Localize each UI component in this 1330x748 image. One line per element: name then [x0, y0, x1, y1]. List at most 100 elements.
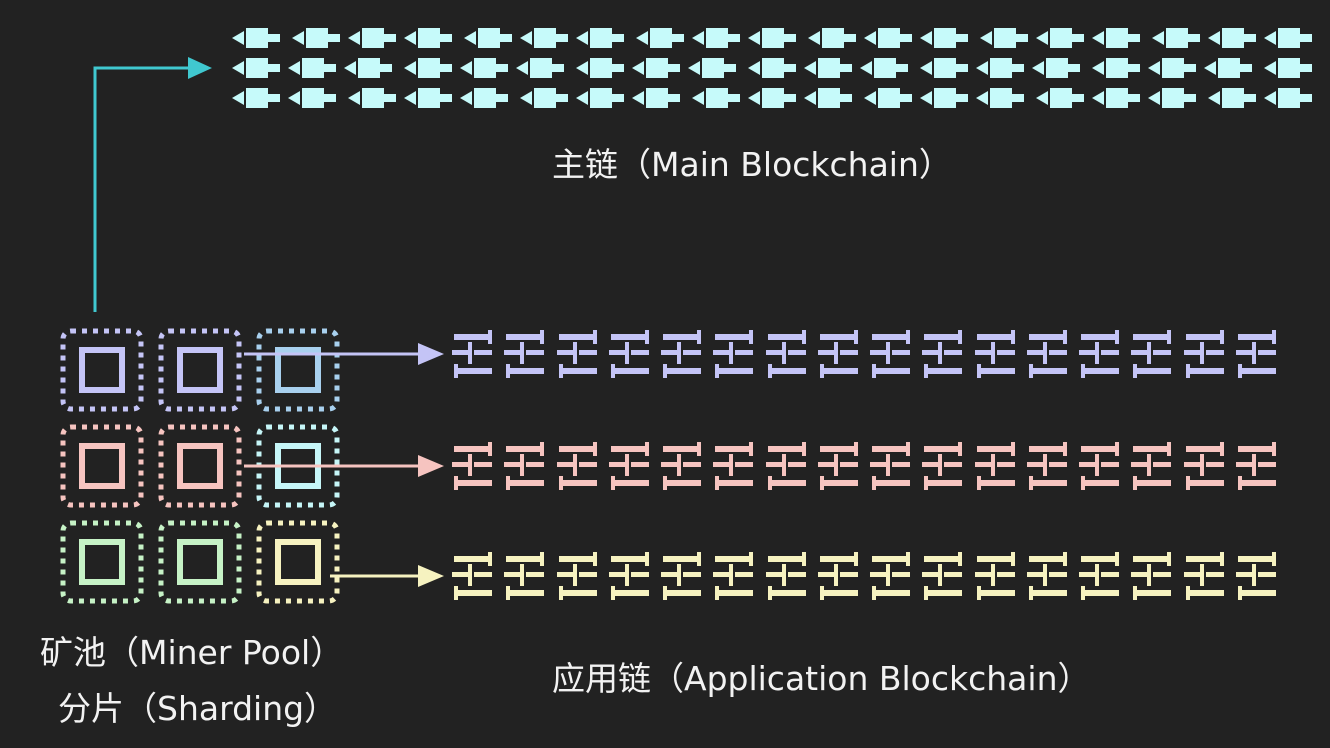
main-chain-block — [232, 28, 280, 48]
main-chain-block — [804, 58, 852, 78]
miner-tile-border — [158, 424, 242, 508]
miner-tile-border — [158, 328, 242, 412]
main-chain-block — [404, 88, 452, 108]
main-chain-block — [292, 28, 340, 48]
main-chain-block — [632, 88, 680, 108]
sharding-label: 分片（Sharding） — [58, 689, 338, 728]
app-chain-block — [818, 552, 858, 600]
app-chain-block — [557, 330, 597, 378]
main-chain-block — [920, 88, 968, 108]
miner-tile-core — [275, 347, 321, 393]
app-arrow-head — [418, 565, 444, 587]
miner-tile-core — [79, 347, 125, 393]
main-chain-block — [348, 28, 396, 48]
main-chain-block — [232, 88, 280, 108]
main-chain-block — [748, 28, 796, 48]
app-chain-block — [1236, 442, 1276, 490]
app-chain-block — [452, 330, 492, 378]
app-arrow-head — [418, 455, 444, 477]
main-chain-block — [920, 28, 968, 48]
app-chain-block — [1184, 442, 1224, 490]
app-chain-block — [452, 552, 492, 600]
miner-tile — [158, 520, 242, 604]
app-chain-block — [870, 442, 910, 490]
app-chain-block — [504, 442, 544, 490]
main-chain-block — [516, 58, 564, 78]
main-chain-block — [460, 58, 508, 78]
app-chain — [452, 442, 1276, 490]
main-chain-block — [288, 58, 336, 78]
miner-tile — [158, 424, 242, 508]
main-chain-block — [688, 58, 736, 78]
app-chain-block — [922, 442, 962, 490]
main-chain-row — [232, 88, 1312, 108]
app-chain-block — [1027, 330, 1067, 378]
main-chain-block — [1036, 28, 1084, 48]
miner-tile-core — [177, 443, 223, 489]
app-chain-block — [452, 442, 492, 490]
main-chain-block — [520, 28, 568, 48]
app-chain-block — [609, 442, 649, 490]
app-chain-block — [504, 330, 544, 378]
app-chain-block — [713, 442, 753, 490]
app-chain — [452, 552, 1276, 600]
app-chain-block — [766, 330, 806, 378]
main-arrow-line — [93, 66, 190, 312]
app-chain-block — [818, 330, 858, 378]
main-chain-block — [920, 58, 968, 78]
main-chain-block — [1264, 58, 1312, 78]
app-chain-block — [975, 442, 1015, 490]
app-chain-block — [766, 552, 806, 600]
main-chain-block — [1092, 88, 1140, 108]
miner-tile — [256, 520, 340, 604]
app-chain-block — [1027, 442, 1067, 490]
main-chain-block — [1264, 28, 1312, 48]
app-chain-block — [1236, 330, 1276, 378]
miner-pool-grid — [60, 328, 340, 604]
main-chain-block — [980, 28, 1028, 48]
application-blockchains — [452, 330, 1276, 600]
miner-tile-core — [79, 443, 125, 489]
main-chain-block — [1092, 28, 1140, 48]
app-chain-block — [1184, 330, 1224, 378]
main-chain-label: 主链（Main Blockchain） — [552, 145, 952, 184]
app-chain-block — [1079, 330, 1119, 378]
app-chain-block — [1079, 552, 1119, 600]
app-chain-block — [1236, 552, 1276, 600]
main-chain-block — [288, 88, 336, 108]
main-chain-block — [1208, 28, 1256, 48]
main-chain-block — [636, 28, 684, 48]
shard-to-app-chain-arrows — [244, 343, 444, 587]
miner-tile-core — [177, 539, 223, 585]
app-chain-block — [818, 442, 858, 490]
app-chain-block — [713, 552, 753, 600]
main-chain-block — [576, 28, 624, 48]
main-chain-block — [404, 58, 452, 78]
main-chain-block — [576, 58, 624, 78]
app-chain-block — [766, 442, 806, 490]
main-chain-block — [860, 58, 908, 78]
main-chain-block — [692, 88, 740, 108]
main-chain-block — [232, 58, 280, 78]
main-chain-row — [232, 58, 1312, 78]
miner-tile-border — [60, 328, 144, 412]
main-arrow-head — [188, 57, 212, 79]
miner-tile — [60, 424, 144, 508]
miner-to-main-chain-arrow — [93, 57, 212, 312]
app-chain-block — [1079, 442, 1119, 490]
main-chain-block — [692, 28, 740, 48]
miner-tile — [158, 328, 242, 412]
main-chain-block — [976, 88, 1024, 108]
app-chain-block — [609, 552, 649, 600]
app-chain-block — [1184, 552, 1224, 600]
app-chain-block — [1027, 552, 1067, 600]
miner-tile — [256, 328, 340, 412]
main-chain-block — [864, 88, 912, 108]
app-chain-block — [661, 552, 701, 600]
main-chain-block — [576, 88, 624, 108]
miner-tile-core — [177, 347, 223, 393]
miner-tile-core — [275, 539, 321, 585]
main-chain-block — [1148, 58, 1196, 78]
main-chain-block — [464, 28, 512, 48]
app-chain-block — [922, 330, 962, 378]
